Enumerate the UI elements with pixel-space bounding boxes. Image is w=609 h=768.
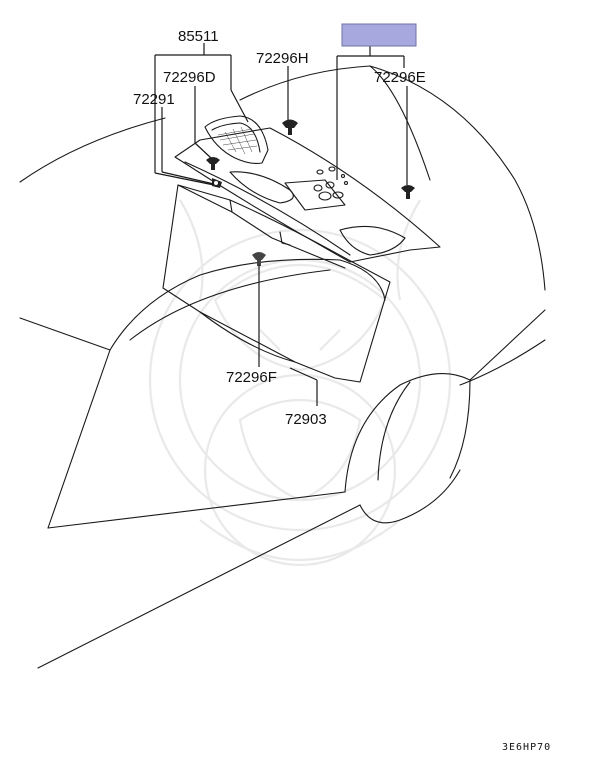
clip-72296d-icon (206, 157, 220, 170)
highlight-callout-box[interactable] (341, 23, 417, 47)
part-label-72903[interactable]: 72903 (285, 411, 327, 428)
part-label-72296d[interactable]: 72296D (163, 69, 216, 86)
diagram-code: 3E6HP70 (502, 742, 551, 753)
car-body-outline (19, 65, 546, 669)
part-label-72291[interactable]: 72291 (133, 91, 175, 108)
stop-lamp-housing (204, 115, 269, 164)
clip-72291-icon (212, 178, 222, 188)
parcel-shelf-trim (174, 127, 441, 263)
part-label-72296e[interactable]: 72296E (374, 69, 426, 86)
leader-lines (154, 43, 408, 406)
clip-72296f-icon (252, 252, 266, 266)
clip-72296h-icon (282, 119, 298, 135)
rear-panel-trim (162, 184, 391, 383)
clip-72296e-icon (401, 185, 415, 199)
part-label-72296h[interactable]: 72296H (256, 50, 309, 67)
part-label-85511[interactable]: 85511 (178, 28, 219, 45)
part-label-72296f[interactable]: 72296F (226, 369, 277, 386)
